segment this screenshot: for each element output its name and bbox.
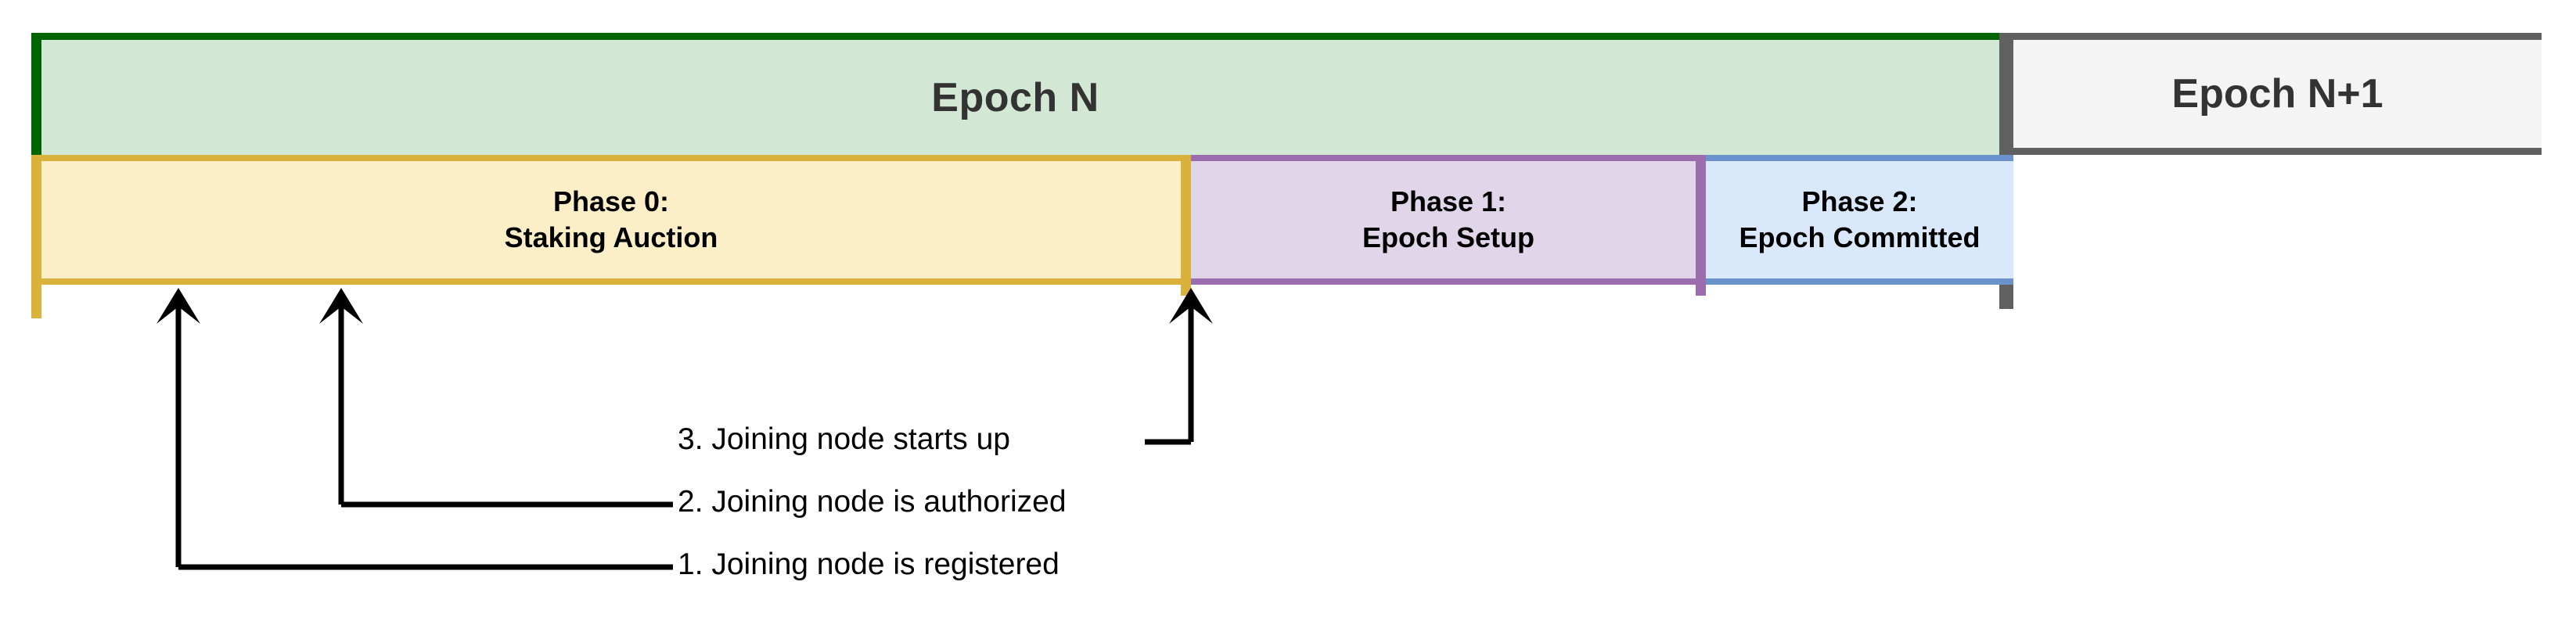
epoch-n-plus-1-box: Epoch N+1 xyxy=(2013,33,2542,155)
phase-1-start-tick xyxy=(1181,155,1191,296)
epoch-n-label: Epoch N xyxy=(931,74,1099,120)
phase-1-title: Phase 1: xyxy=(1390,185,1507,217)
phase-0-box: Phase 0: Staking Auction xyxy=(31,155,1191,285)
phase-2-title: Phase 2: xyxy=(1801,185,1918,217)
phase-0-start-tick xyxy=(31,155,41,318)
annotation-label-2: 2. Joining node is authorized xyxy=(678,485,1067,519)
annotation-label-1: 1. Joining node is registered xyxy=(678,548,1060,581)
epoch-n-plus-1-label: Epoch N+1 xyxy=(2171,71,2384,117)
phase-2-name: Epoch Committed xyxy=(1739,221,1981,253)
annotation-1-leader xyxy=(157,288,673,570)
phase-0-name: Staking Auction xyxy=(504,221,718,253)
epoch-n-box: Epoch N xyxy=(31,33,1999,155)
phase-1-box: Phase 1: Epoch Setup xyxy=(1191,155,1706,285)
annotation-3-leader xyxy=(1145,288,1213,445)
epoch-n-start-marker xyxy=(31,33,41,155)
phase-2-box: Phase 2: Epoch Committed xyxy=(1706,155,2013,285)
annotation-label-3: 3. Joining node starts up xyxy=(678,422,1010,456)
phase-1-name: Epoch Setup xyxy=(1362,221,1534,253)
phase-0-title: Phase 0: xyxy=(552,185,670,217)
phase-2-start-tick xyxy=(1696,155,1706,296)
annotation-2-leader xyxy=(319,288,673,508)
